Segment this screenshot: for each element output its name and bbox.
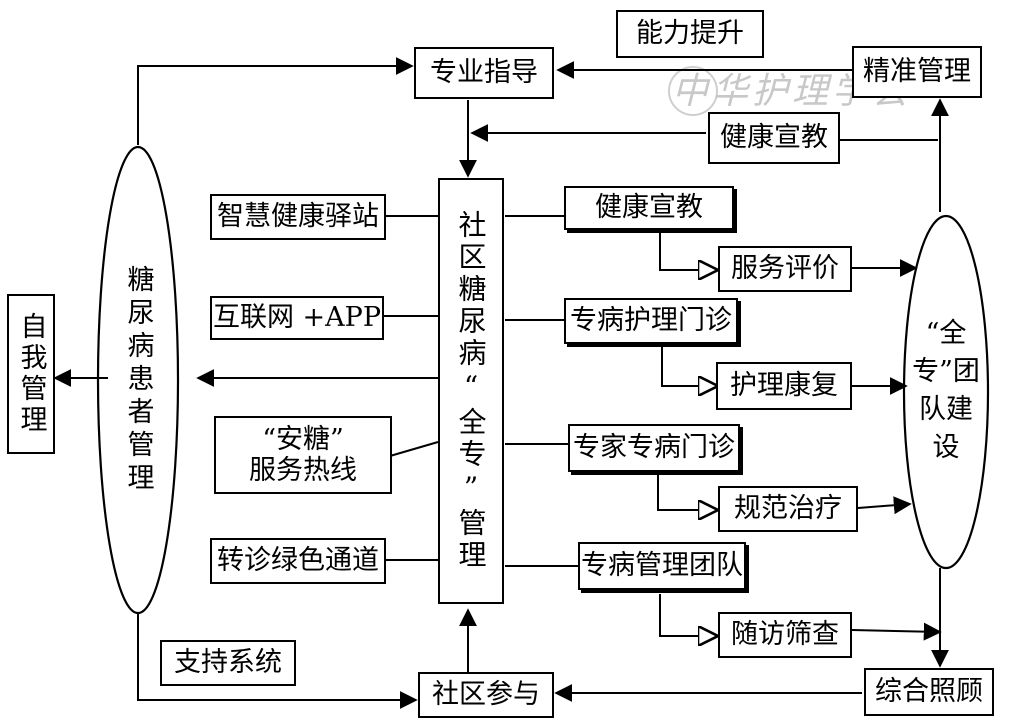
patient-management-label: 糖尿病患者管理 [122,264,154,496]
line-patient-to-community [137,614,418,709]
treatment-box: 规范治疗 [718,486,858,532]
arrow-expert-to-treatment [657,470,716,510]
patient-management-ellipse [96,145,180,615]
line-followup-ellipse [851,622,942,641]
support-system-box: 支持系统 [160,640,296,686]
line-ellipse-to-guidance [137,57,414,145]
line-hotline-center [389,441,439,457]
hotline-line-1: “安糖” [262,423,344,455]
expert-clinic-box: 专家专病门诊 [568,424,740,472]
rehab-box: 护理康复 [716,362,852,410]
smart-station-box: 智慧健康驿站 [210,194,386,240]
team-building-ellipse [902,214,990,570]
team-box: 专病管理团队 [578,542,746,590]
service-eval-box: 服务评价 [718,246,852,292]
referral-box: 转诊绿色通道 [210,538,386,584]
line-treatment-ellipse [857,496,912,515]
team-building-label: “全专”团队建设 [912,318,980,463]
nursing-clinic-box: 专病护理门诊 [564,298,738,344]
arrow-edu-to-eval [659,232,716,270]
edu-top-box: 健康宣教 [708,112,840,164]
center-management-box: 社区糖尿病“全专”管理 [438,178,504,604]
hotline-line-2: 服务热线 [249,455,357,486]
comprehensive-care-box: 综合照顾 [864,668,994,716]
internet-app-box: 互联网 +APP [210,296,384,340]
watermark-seal [668,66,718,116]
arrow-team-to-followup [659,594,716,636]
edu-right-box: 健康宣教 [564,186,734,230]
self-management-box: 自我管理 [7,294,55,454]
guidance-box: 专业指导 [414,47,554,99]
followup-box: 随访筛查 [718,612,852,658]
community-box: 社区参与 [418,672,554,718]
ability-box: 能力提升 [616,10,764,58]
precision-box: 精准管理 [852,46,982,98]
arrow-nursing-to-rehab [661,344,716,386]
hotline-box: “安糖” 服务热线 [214,416,392,494]
